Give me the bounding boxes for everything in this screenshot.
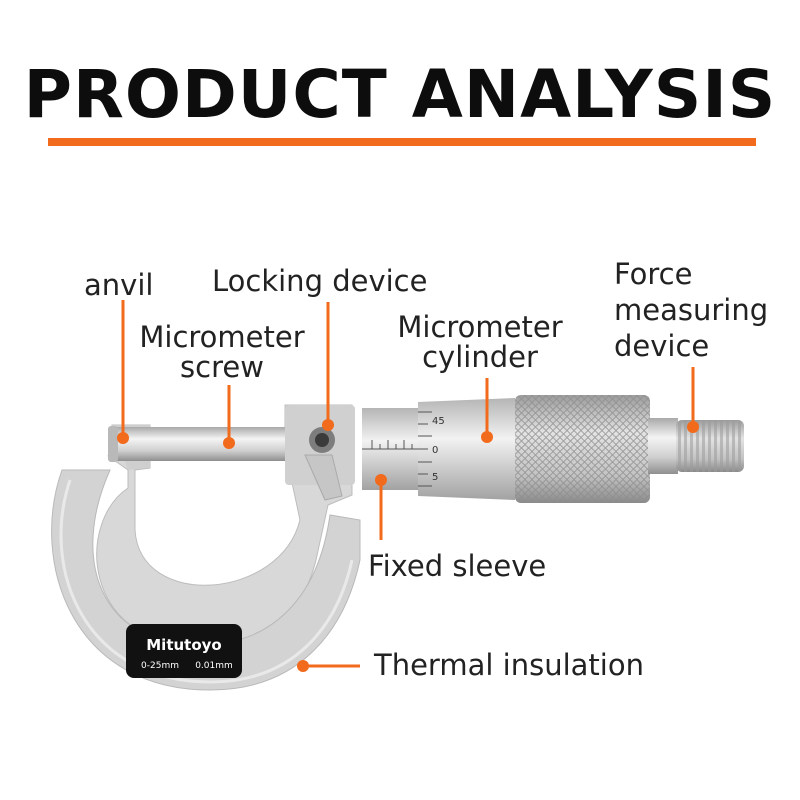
page-title: PRODUCT ANALYSIS: [23, 56, 777, 133]
micrometer-cylinder: 45 0 5: [418, 398, 515, 500]
thimble-number-0: 0: [432, 445, 438, 456]
callout-lines: [117, 300, 699, 672]
label-fixed-sleeve: Fixed sleeve: [368, 549, 547, 583]
name-plate: Mitutoyo 0-25mm 0.01mm: [126, 624, 242, 678]
label-locking-device: Locking device: [212, 264, 428, 298]
label-thermal-insulation: Thermal insulation: [374, 648, 644, 682]
plate-range: 0-25mm: [141, 661, 179, 671]
thimble-number-5: 5: [432, 472, 438, 483]
knurled-grip: [515, 395, 650, 503]
title-underline: [48, 138, 756, 146]
locking-device: [285, 405, 355, 501]
plate-resolution: 0.01mm: [195, 661, 233, 671]
label-anvil: anvil: [84, 268, 154, 302]
thimble-number-45: 45: [432, 416, 445, 427]
micrometer-screw: [112, 427, 290, 461]
plate-brand: Mitutoyo: [146, 636, 221, 654]
